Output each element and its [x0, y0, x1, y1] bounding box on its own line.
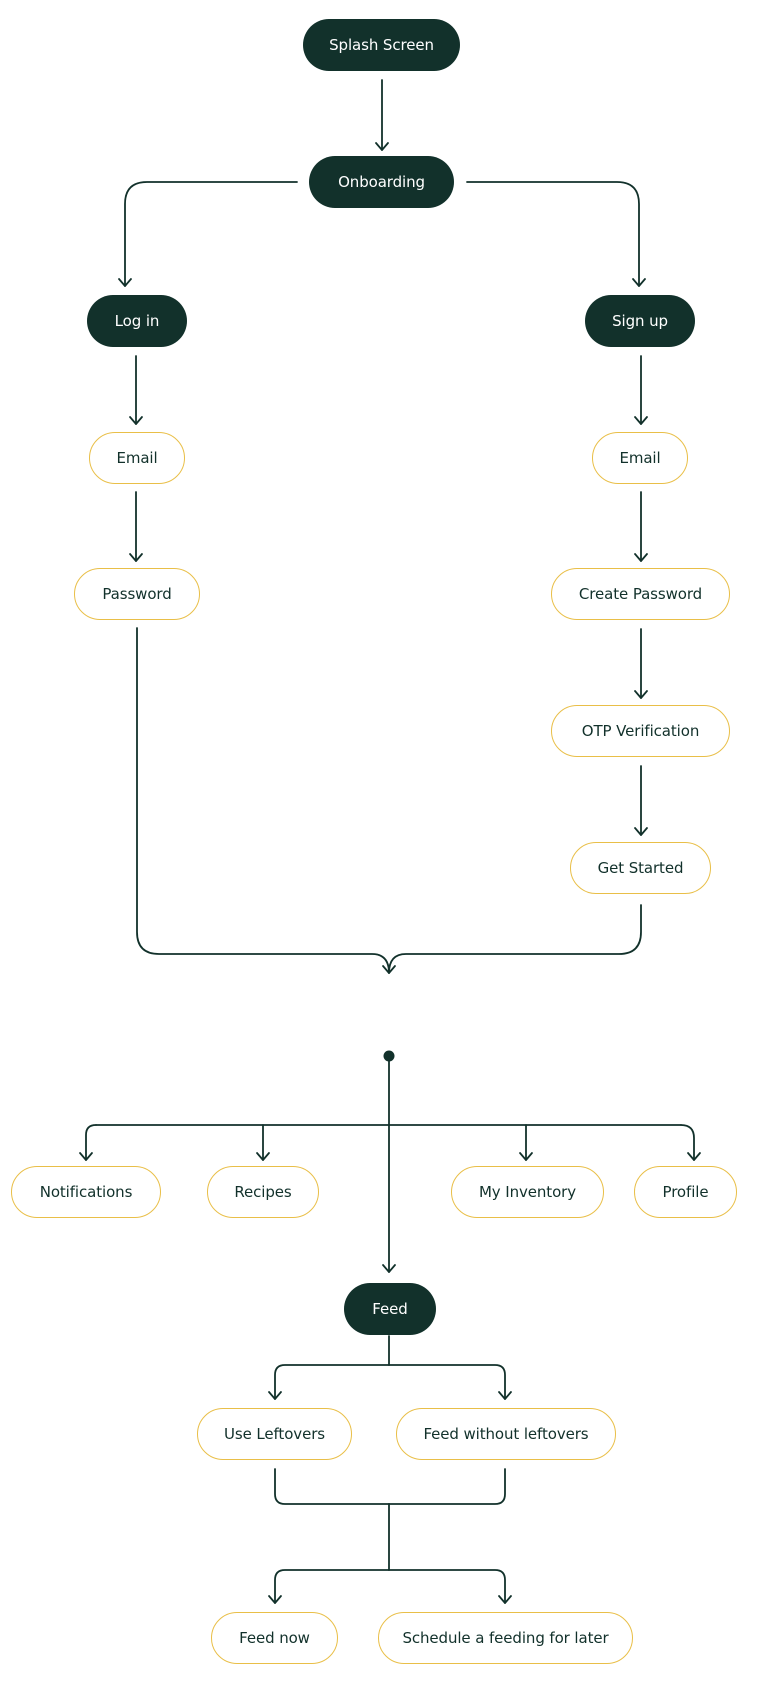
arrowhead — [498, 1391, 512, 1400]
hub-dot — [383, 1050, 395, 1062]
node-log-in: Log in — [87, 295, 187, 347]
connector-bar-profile — [680, 1124, 695, 1161]
arrowhead — [256, 1152, 270, 1161]
arrowhead — [375, 142, 389, 151]
node-sign-up: Sign up — [585, 295, 695, 347]
connector-bar-notifications — [85, 1124, 97, 1161]
arrowhead — [382, 965, 396, 974]
node-splash-screen: Splash Screen — [303, 19, 460, 71]
connector-without-merge — [388, 1468, 506, 1505]
node-schedule-feeding: Schedule a feeding for later — [378, 1612, 633, 1664]
node-login-password: Password — [74, 568, 200, 620]
arrowhead — [129, 416, 143, 425]
arrowhead — [687, 1152, 701, 1161]
arrowhead — [268, 1595, 282, 1604]
connector-getstarted-merge — [388, 904, 642, 974]
connector-password-merge — [136, 627, 390, 974]
node-use-leftovers: Use Leftovers — [197, 1408, 352, 1460]
arrowhead — [268, 1391, 282, 1400]
arrowhead — [632, 278, 646, 287]
node-onboarding: Onboarding — [309, 156, 454, 208]
node-feed-now: Feed now — [211, 1612, 338, 1664]
node-notifications: Notifications — [11, 1166, 161, 1218]
arrowhead — [129, 553, 143, 562]
connector-onboarding-login — [124, 181, 298, 287]
connector-split-feednow — [274, 1569, 390, 1604]
arrowhead — [79, 1152, 93, 1161]
arrowhead — [634, 690, 648, 699]
connector-leftovers-merge — [274, 1468, 390, 1505]
node-signup-email: Email — [592, 432, 688, 484]
node-feed-without-leftovers: Feed without leftovers — [396, 1408, 616, 1460]
node-create-password: Create Password — [551, 568, 730, 620]
node-recipes: Recipes — [207, 1166, 319, 1218]
connector-split-leftovers — [274, 1364, 390, 1400]
node-feed: Feed — [344, 1283, 436, 1335]
node-profile: Profile — [634, 1166, 737, 1218]
node-login-email: Email — [89, 432, 185, 484]
connector-onboarding-signup — [466, 181, 640, 287]
node-get-started: Get Started — [570, 842, 711, 894]
node-my-inventory: My Inventory — [451, 1166, 604, 1218]
arrowhead — [118, 278, 132, 287]
connector-split-without — [388, 1364, 506, 1400]
arrowhead — [382, 1264, 396, 1273]
connector-split-schedule — [388, 1569, 506, 1604]
arrowhead — [634, 553, 648, 562]
arrowhead — [634, 416, 648, 425]
arrowhead — [519, 1152, 533, 1161]
node-otp-verification: OTP Verification — [551, 705, 730, 757]
arrowhead — [498, 1595, 512, 1604]
arrowhead — [634, 827, 648, 836]
